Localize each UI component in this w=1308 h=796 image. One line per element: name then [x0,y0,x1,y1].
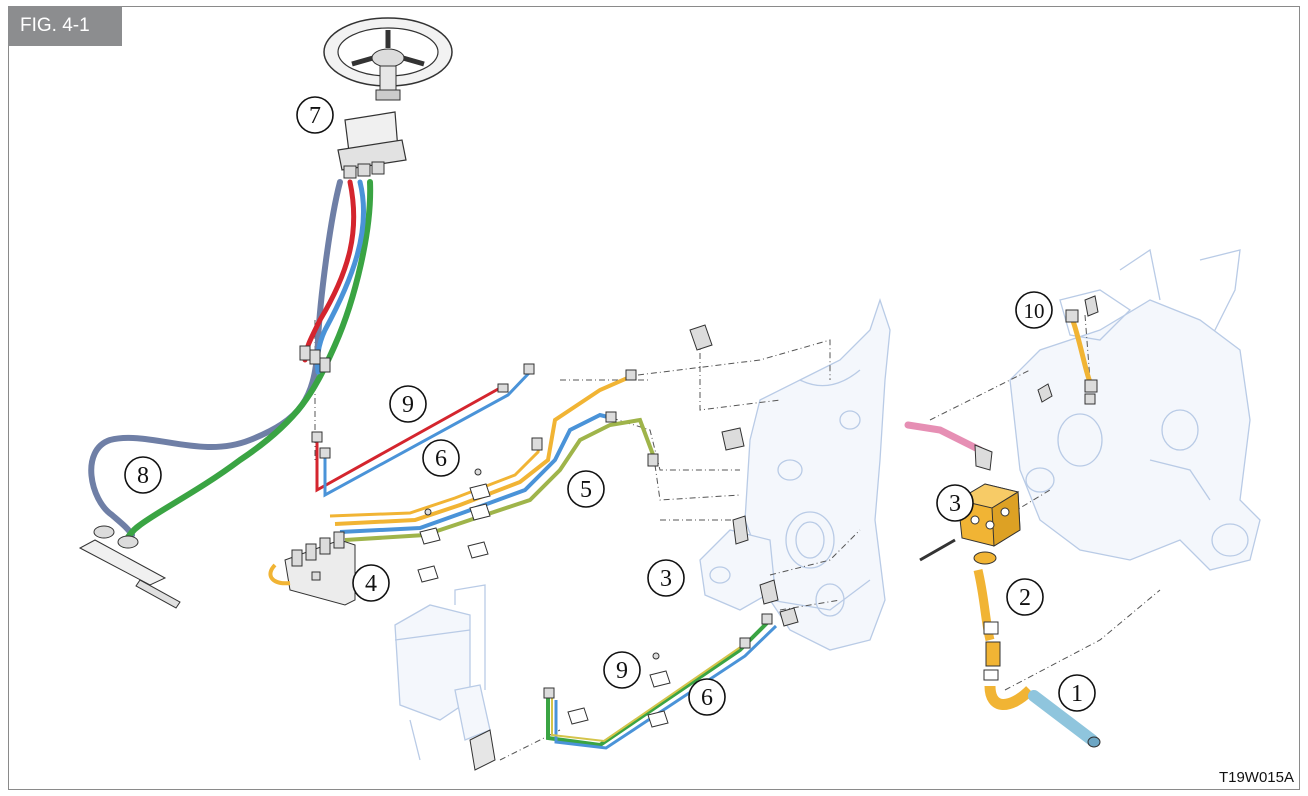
suction-pipe-1 [984,685,1101,748]
callout-4: 4 [352,564,390,602]
figure-reference-code: T19W015A [1218,769,1294,786]
callout-10: 10 [1015,291,1053,329]
pipe-bundle-5 [329,324,799,627]
svg-text:3: 3 [949,491,961,517]
power-steering-cylinder [78,525,181,609]
steering-valve-orbitrol [337,111,407,179]
steering-wheel [323,17,453,101]
svg-text:9: 9 [402,392,414,418]
svg-text:6: 6 [701,685,713,711]
callout-7: 7 [296,96,334,134]
callout-5: 5 [567,470,605,508]
rear-axle-housing-outline [1009,248,1261,571]
pipe-10 [1037,295,1099,405]
svg-text:6: 6 [435,446,447,472]
manifold-block-4 [268,531,356,606]
svg-text:2: 2 [1019,585,1031,611]
callout-3-center: 3 [647,559,685,597]
svg-text:3: 3 [660,566,672,592]
callout-8: 8 [124,456,162,494]
callout-6-upper: 6 [422,439,460,477]
figure-label-tab: FIG. 4-1 [8,6,122,46]
svg-text:8: 8 [137,463,149,489]
callout-3-right: 3 [936,484,974,522]
battery-and-filter-outline [394,584,491,761]
svg-text:10: 10 [1024,299,1045,323]
svg-text:4: 4 [365,571,377,597]
callout-9-lower: 9 [603,651,641,689]
callout-1: 1 [1058,674,1096,712]
svg-text:7: 7 [309,103,321,129]
pump-inlet-pipe-2 [973,551,1001,681]
svg-text:1: 1 [1071,681,1083,707]
callout-9-upper: 9 [389,385,427,423]
steering-hoses [88,179,535,548]
callout-2: 2 [1006,578,1044,616]
svg-text:5: 5 [580,477,592,503]
lower-return-lines [469,613,778,771]
transmission-housing-outline [699,297,891,651]
hydraulic-pump-block-3 [919,483,1021,562]
svg-text:9: 9 [616,658,628,684]
callout-6-lower: 6 [688,678,726,716]
pink-pipe [904,421,993,471]
